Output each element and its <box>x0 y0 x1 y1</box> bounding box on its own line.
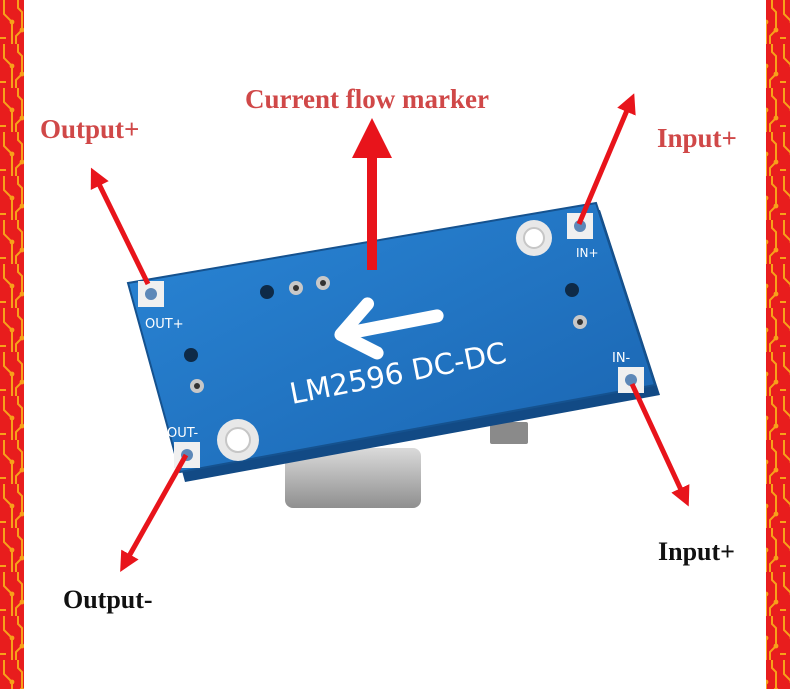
current-flow-silkscreen-arrow-icon <box>334 297 444 360</box>
arrow-output-minus <box>120 453 189 572</box>
via <box>260 285 274 299</box>
arrow-input-plus-bottom <box>629 382 690 507</box>
label-output-minus: Output- <box>63 585 153 614</box>
arrow-output-plus <box>90 167 151 286</box>
via <box>565 283 579 297</box>
label-output-plus: Output+ <box>40 114 140 144</box>
right-circuit-frame <box>766 0 790 689</box>
arrow-input-plus-top <box>576 93 636 225</box>
side-component <box>490 422 528 444</box>
via <box>184 348 198 362</box>
left-circuit-frame <box>0 0 24 689</box>
label-current-flow-marker: Current flow marker <box>245 84 489 114</box>
inductor-body <box>285 448 421 508</box>
pin-label-in-minus: IN- <box>612 351 631 366</box>
pin-label-out-minus: OUT- <box>167 426 198 441</box>
pin-label-out-plus: OUT+ <box>145 317 184 332</box>
label-input-plus-bottom: Input+ <box>658 537 735 566</box>
pad-out-plus-hole <box>145 288 157 300</box>
pcb-board <box>126 201 657 474</box>
pad-in-minus-hole <box>625 374 637 386</box>
label-input-plus-top: Input+ <box>657 123 737 153</box>
pin-label-in-plus: IN+ <box>576 246 599 260</box>
